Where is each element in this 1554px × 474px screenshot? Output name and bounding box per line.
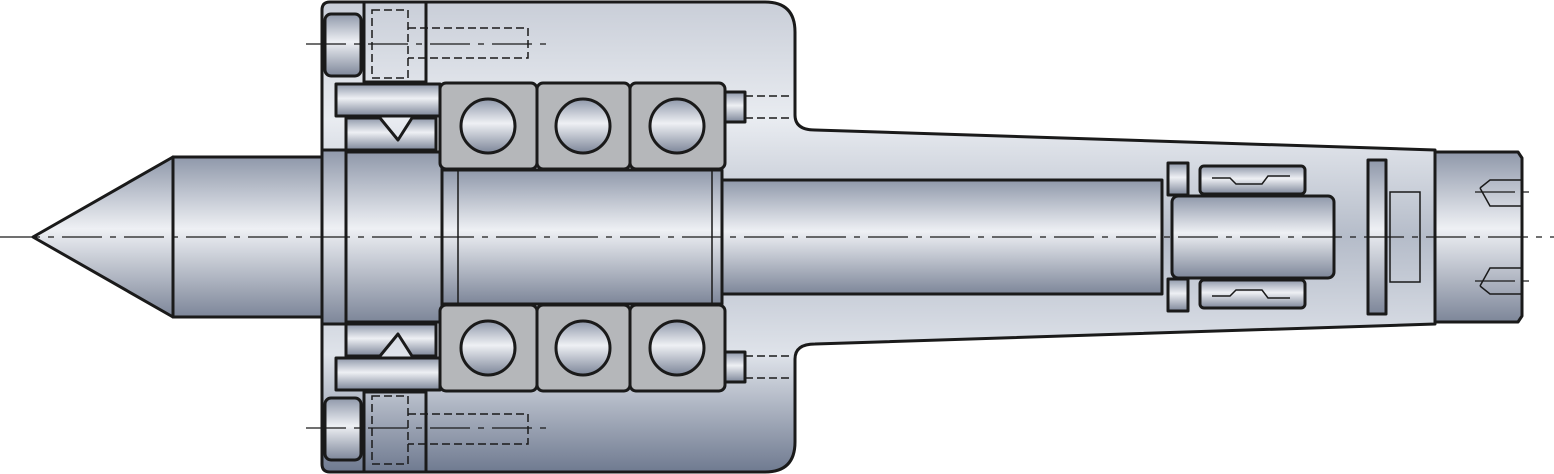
- bearing-ball: [554, 97, 612, 155]
- front-cover: [362, 0, 428, 84]
- spring-pack-top: [1198, 164, 1307, 196]
- spacer-top: [723, 90, 747, 124]
- bearing-ball: [459, 319, 517, 377]
- bearing-ball: [648, 97, 706, 155]
- screw-head-bottom: [323, 396, 363, 462]
- spring-detail: [1212, 289, 1290, 299]
- spring-detail: [1212, 175, 1290, 185]
- nut-bottom: [334, 356, 442, 392]
- spacer-bottom: [723, 350, 747, 384]
- screw-head-top: [323, 12, 363, 78]
- bearings-top: [438, 81, 727, 171]
- bearing-ball: [648, 319, 706, 377]
- circlip-bottom: [1166, 277, 1190, 313]
- bearings-bottom: [438, 303, 727, 393]
- seal-bottom: [344, 322, 438, 358]
- tapped-hole-bottom: [1479, 267, 1522, 295]
- front-cover: [362, 390, 428, 474]
- bearing-ball: [554, 319, 612, 377]
- bearing-ball: [459, 97, 517, 155]
- spring-pack-bottom: [1198, 278, 1307, 310]
- tapped-hole-top: [1479, 179, 1522, 207]
- circlip-top: [1166, 161, 1190, 197]
- hidden-screws: [371, 9, 529, 465]
- nut-top: [334, 82, 442, 118]
- seal-top: [344, 116, 438, 152]
